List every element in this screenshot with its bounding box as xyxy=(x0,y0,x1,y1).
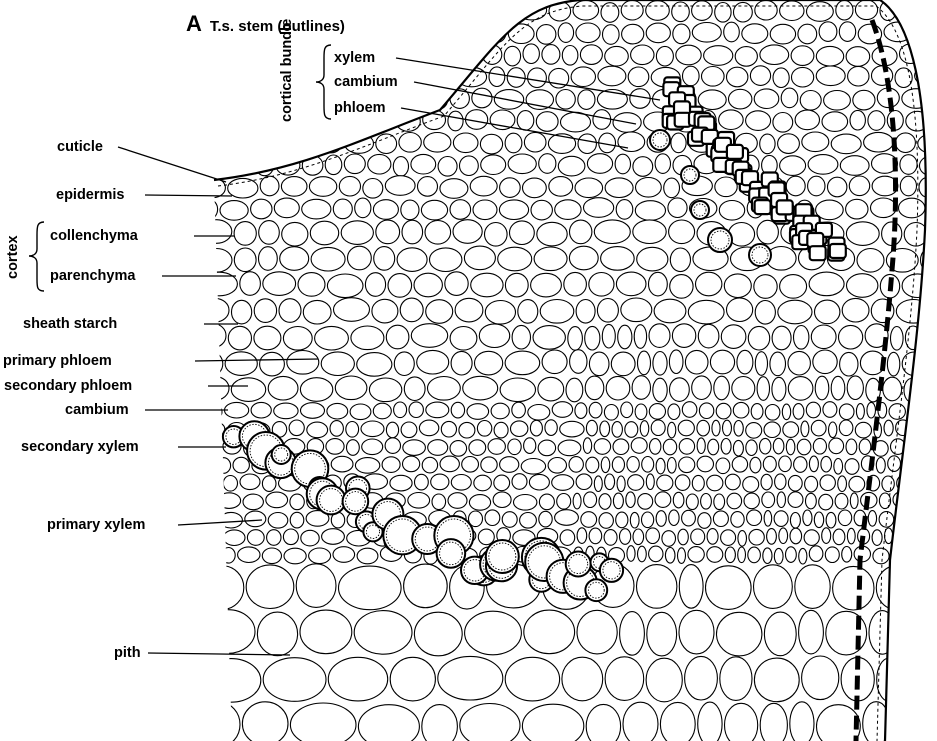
figure-title-text: T.s. stem (outlines) xyxy=(210,18,345,35)
label-secondary-phloem: secondary phloem xyxy=(4,378,132,394)
label-cuticle: cuticle xyxy=(57,139,103,155)
label-secondary-xylem: secondary xylem xyxy=(21,439,139,455)
label-cambium: cambium xyxy=(65,402,129,418)
cortical-bundle-group-label: cortical bundle xyxy=(280,42,295,122)
cortex-group-label: cortex xyxy=(6,222,21,292)
cortical-bundle-bracket xyxy=(316,45,331,119)
label-pith: pith xyxy=(114,645,141,661)
label-cortical-xylem: xylem xyxy=(334,50,375,66)
figure-title: A T.s. stem (outlines) xyxy=(186,11,345,37)
label-primary-xylem: primary xylem xyxy=(47,517,145,533)
figure-letter: A xyxy=(186,11,202,36)
label-cortical-phloem: phloem xyxy=(334,100,386,116)
label-epidermis: epidermis xyxy=(56,187,125,203)
label-collenchyma: collenchyma xyxy=(50,228,138,244)
label-cortical-cambium: cambium xyxy=(334,74,398,90)
label-primary-phloem: primary phloem xyxy=(3,353,112,369)
label-parenchyma: parenchyma xyxy=(50,268,135,284)
cortex-bracket xyxy=(29,222,44,291)
label-sheath-starch: sheath starch xyxy=(23,316,117,332)
